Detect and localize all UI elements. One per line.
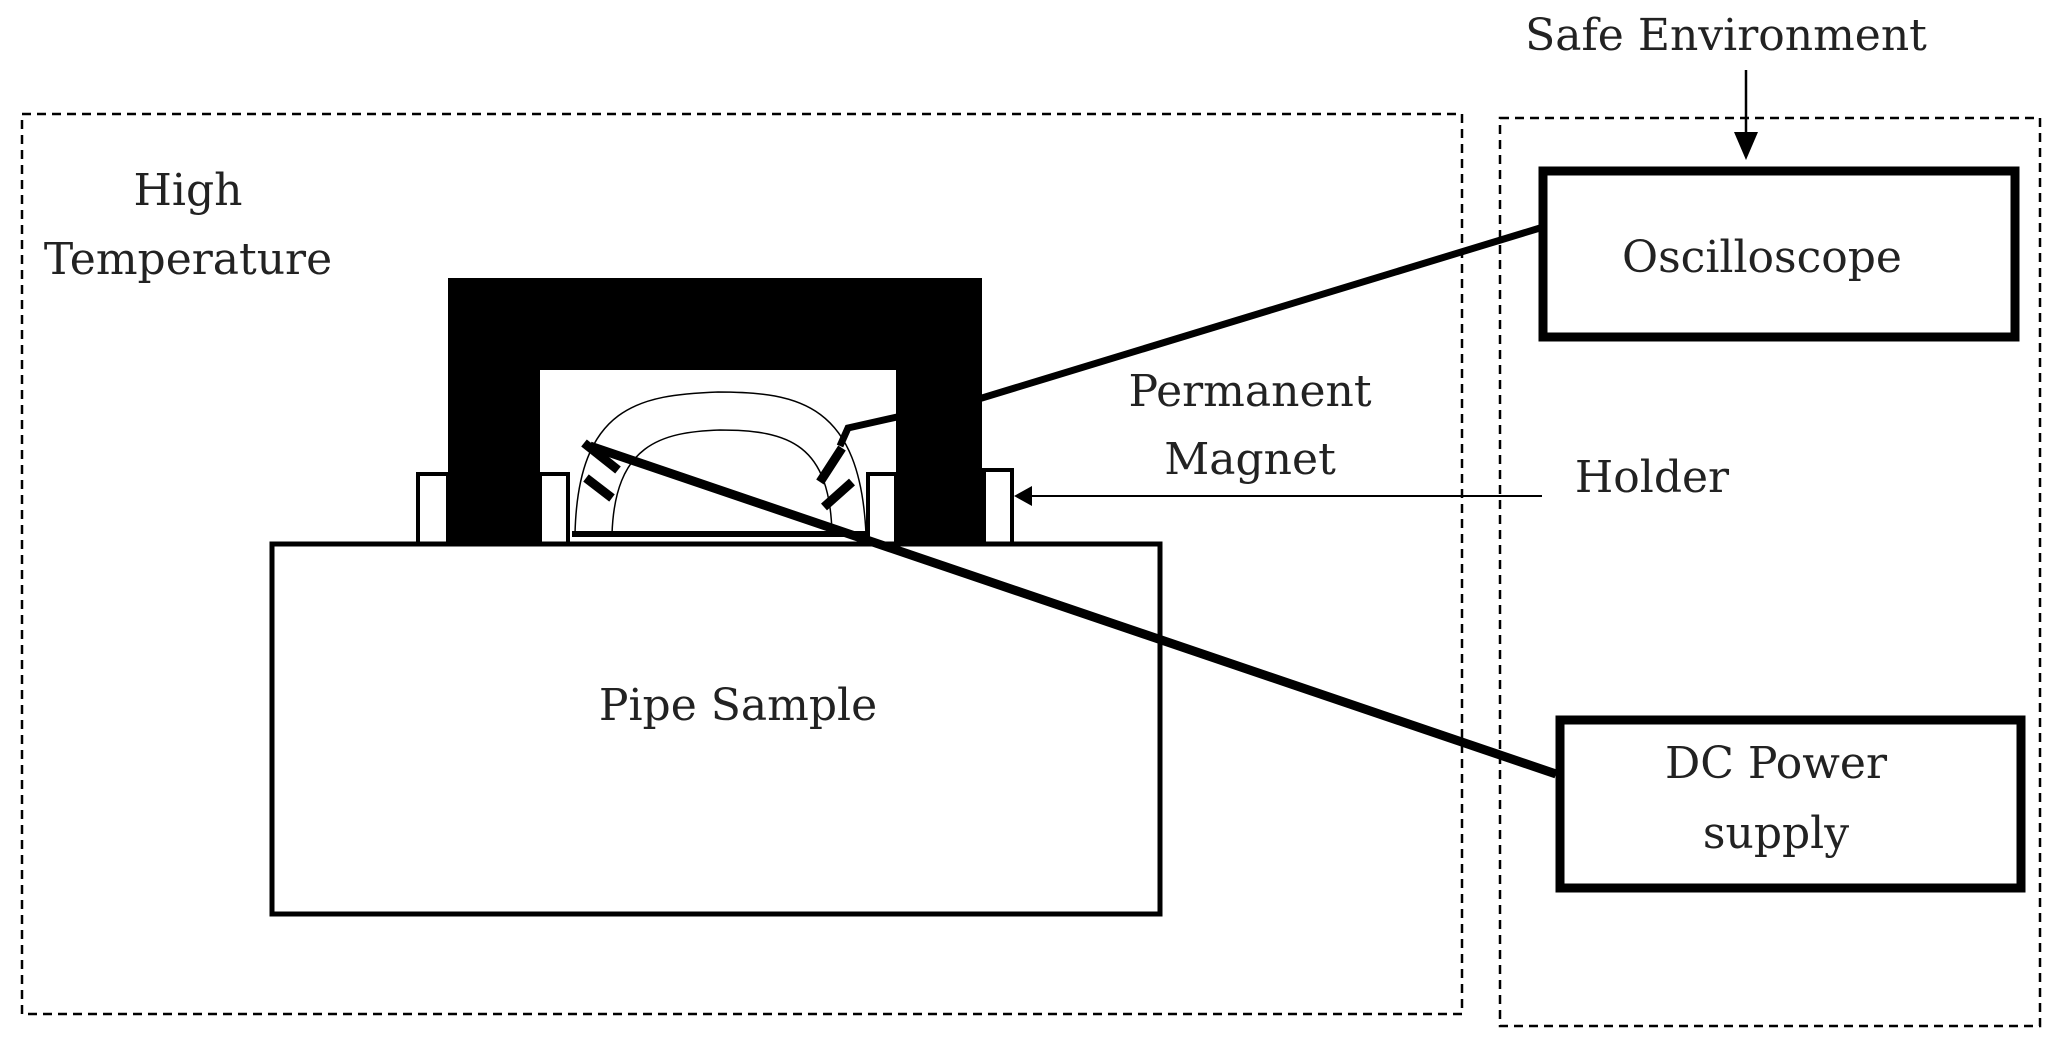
field-arc-outer bbox=[574, 391, 867, 535]
pipe-sample bbox=[269, 541, 1163, 917]
label-magnet: Magnet bbox=[1164, 434, 1336, 485]
holder-arrowhead bbox=[1014, 486, 1032, 506]
label-permanent: Permanent bbox=[1128, 366, 1371, 417]
coil-left-lower bbox=[583, 474, 615, 502]
dc-power-supply-box bbox=[1555, 715, 2026, 893]
label-safe-environment: Safe Environment bbox=[1525, 10, 1927, 61]
label-holder: Holder bbox=[1575, 452, 1730, 503]
label-pipe-sample: Pipe Sample bbox=[599, 680, 877, 731]
label-temperature: Temperature bbox=[44, 234, 332, 285]
cable-to-dc-power bbox=[588, 441, 1558, 779]
permanent-magnet bbox=[448, 278, 982, 544]
cable-to-oscilloscope bbox=[836, 224, 1542, 448]
label-oscilloscope: Oscilloscope bbox=[1622, 232, 1902, 283]
field-arc-inner bbox=[611, 429, 833, 535]
safe-environment-zone bbox=[1498, 116, 2042, 1028]
label-high: High bbox=[134, 165, 243, 216]
oscilloscope-box bbox=[1538, 166, 2020, 342]
coil-right-lower bbox=[821, 478, 855, 511]
safe-environment-arrowhead bbox=[1734, 132, 1758, 160]
label-supply: supply bbox=[1703, 808, 1849, 859]
coil-right-upper bbox=[816, 445, 846, 485]
high-temperature-zone bbox=[20, 112, 1464, 1016]
label-dc-power: DC Power bbox=[1665, 738, 1888, 789]
